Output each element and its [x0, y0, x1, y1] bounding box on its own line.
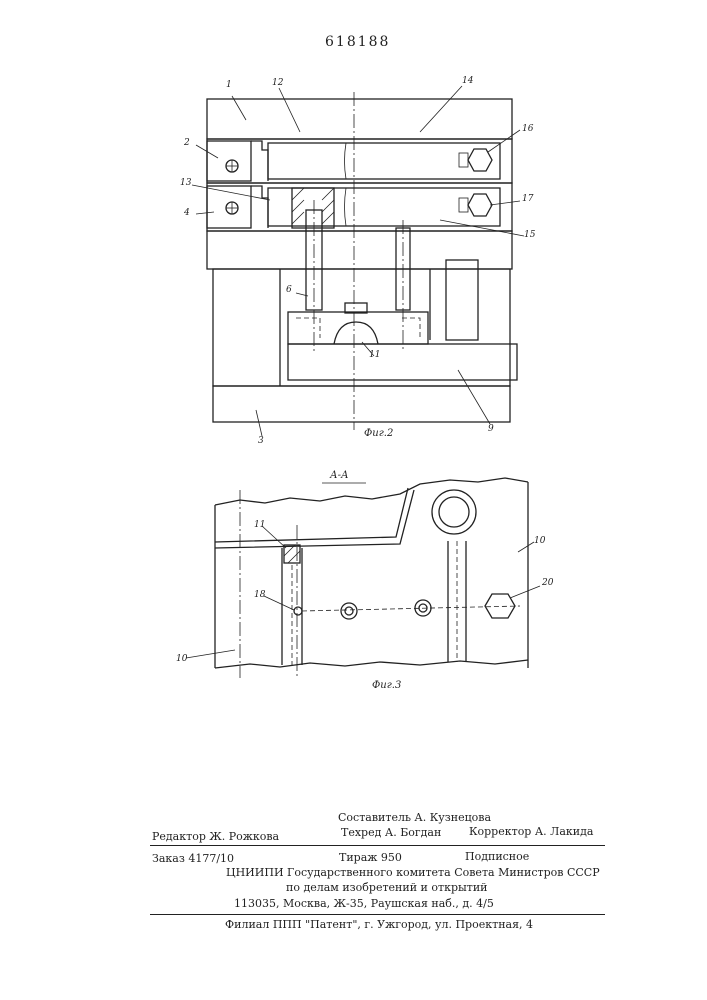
label-11-section: 11 [254, 520, 265, 530]
imprint-po-delam: по делам изобретений и открытий [286, 881, 488, 894]
imprint-cniipi: ЦНИИПИ Государственного комитета Совета … [226, 866, 600, 879]
fig3-caption: Фиг.3 [372, 680, 401, 691]
imprint-tehred: Техред А. Богдан [341, 826, 441, 839]
imprint-address: 113035, Москва, Ж-35, Раушская наб., д. … [234, 897, 494, 910]
imprint-sostavitel: Составитель А. Кузнецова [338, 811, 491, 824]
imprint-zakaz: Заказ 4177/10 [152, 852, 234, 865]
imprint-korrektor: Корректор А. Лакида [469, 825, 593, 838]
boss-inner [439, 497, 469, 527]
hole-18 [294, 607, 302, 615]
imprint-podpisnoe: Подписное [465, 850, 529, 863]
label-10-left: 10 [176, 654, 187, 664]
imprint-rule-top [150, 845, 605, 846]
label-10-right: 10 [534, 536, 545, 546]
imprint-redaktor: Редактор Ж. Рожкова [152, 830, 279, 843]
label-18: 18 [254, 590, 265, 600]
imprint-filial: Филиал ППП "Патент", г. Ужгород, ул. Про… [225, 918, 533, 931]
screw-left [341, 603, 357, 619]
imprint-rule-bottom [150, 914, 605, 915]
imprint-tirazh: Тираж 950 [339, 851, 402, 864]
label-20: 20 [542, 578, 553, 588]
